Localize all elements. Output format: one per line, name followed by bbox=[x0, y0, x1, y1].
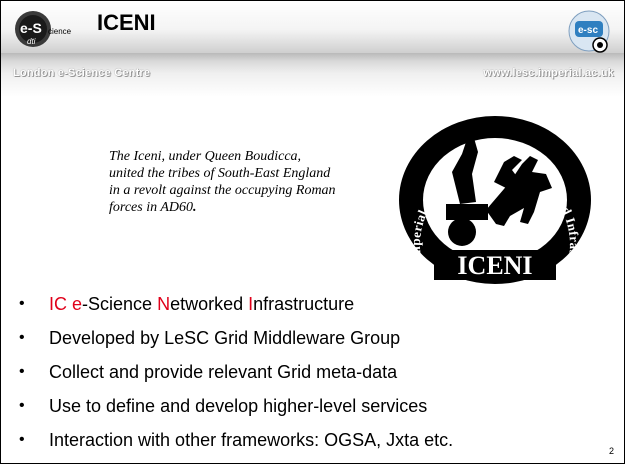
bullet-item-2: • Developed by LeSC Grid Middleware Grou… bbox=[17, 321, 453, 355]
logo-dti-text: dti bbox=[27, 37, 36, 46]
lesc-logo: e-sc bbox=[568, 10, 610, 53]
chariot-silhouette bbox=[446, 138, 552, 246]
bullet-3-text: Collect and provide relevant Grid meta-d… bbox=[49, 362, 398, 382]
bullet-dot: • bbox=[19, 431, 25, 448]
iceni-seal-logo: Imperial College e-Science Networked Inf… bbox=[382, 112, 591, 284]
bullet-1-part-ic: IC bbox=[49, 294, 73, 314]
bullet-dot: • bbox=[19, 397, 25, 414]
iceni-quote: The Iceni, under Queen Boudicca, united … bbox=[109, 148, 339, 216]
bullet-list: • IC e-Science Networked Infrastructure … bbox=[17, 287, 453, 457]
bullet-4-text: Use to define and develop higher-level s… bbox=[49, 396, 428, 416]
lesc-logo-text: e-sc bbox=[578, 25, 598, 36]
seal-banner-text: ICENI bbox=[457, 251, 532, 280]
bullet-1-part-n: N bbox=[157, 294, 171, 314]
quote-period: . bbox=[193, 200, 197, 215]
bullet-1-part-etworked: etworked bbox=[170, 294, 249, 314]
header-subtitle-right: www.lesc.imperial.ac.uk bbox=[483, 67, 614, 79]
e-science-dti-logo: e-S cience dti bbox=[15, 11, 72, 47]
quote-text: The Iceni, under Queen Boudicca, united … bbox=[109, 149, 336, 215]
header-subtitle-left: London e-Science Centre bbox=[13, 67, 151, 79]
bullet-1-part-e: e bbox=[72, 294, 83, 314]
bullet-dot: • bbox=[19, 363, 25, 380]
bullet-1-part-science: -Science bbox=[82, 294, 158, 314]
logo-e-s-text: e-S bbox=[20, 20, 42, 36]
bullet-dot: • bbox=[19, 329, 25, 346]
bullet-item-4: • Use to define and develop higher-level… bbox=[17, 389, 453, 423]
bullet-item-5: • Interaction with other frameworks: OGS… bbox=[17, 423, 453, 457]
bullet-1-part-i: I bbox=[248, 294, 254, 314]
header-top-band bbox=[1, 1, 624, 53]
bullet-5-text: Interaction with other frameworks: OGSA,… bbox=[49, 430, 454, 450]
bullet-item-3: • Collect and provide relevant Grid meta… bbox=[17, 355, 453, 389]
bullet-item-1: • IC e-Science Networked Infrastructure bbox=[17, 287, 453, 321]
page-title: ICENI bbox=[97, 10, 156, 35]
page-number: 2 bbox=[608, 446, 614, 456]
bullet-dot: • bbox=[19, 295, 25, 312]
header-subtitle-band bbox=[1, 53, 624, 97]
bullet-2-text: Developed by LeSC Grid Middleware Group bbox=[49, 328, 401, 348]
logo-cience-text: cience bbox=[48, 27, 72, 36]
bullet-1-part-nfrastructure: nfrastructure bbox=[253, 294, 355, 314]
